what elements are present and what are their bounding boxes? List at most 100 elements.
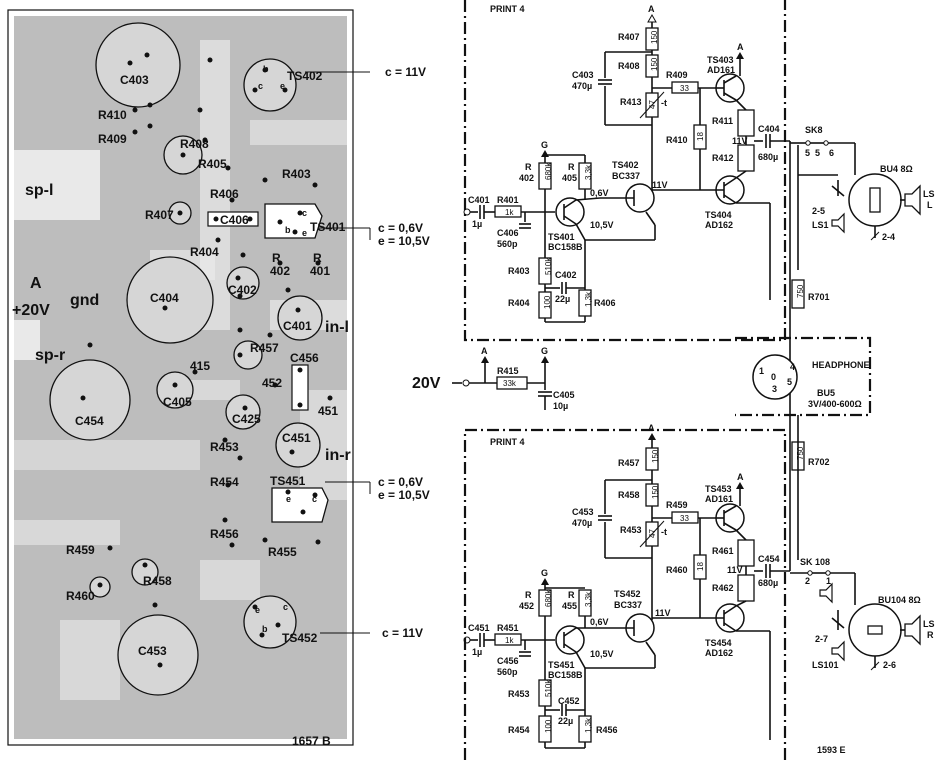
- bot-r455-val: 3,3k: [584, 591, 593, 607]
- bot-r451: R451: [497, 623, 519, 633]
- bot-ts453: TS453: [705, 484, 732, 494]
- p25: 2-5: [812, 206, 825, 216]
- supply-c405-val: 10µ: [553, 401, 568, 411]
- bot-r453b: R453: [508, 689, 530, 699]
- p26: 2-6: [883, 660, 896, 670]
- callout-ts402-c: c = 11V: [385, 65, 426, 79]
- pcb-pin-c2: c: [302, 208, 307, 218]
- pcb-pin-c4: c: [312, 494, 317, 504]
- bot-11v-b: 11V: [655, 608, 671, 618]
- bot-ts454: TS454: [705, 638, 732, 648]
- top-r408-val: 150: [650, 57, 659, 71]
- bot-t: -t: [661, 527, 667, 537]
- sk8-label: SK8: [805, 125, 823, 135]
- pcb-label-c404: C404: [150, 291, 179, 305]
- pcb-label-inl: in-l: [325, 319, 349, 336]
- bu5-socket: [752, 354, 798, 400]
- bu5-spec: 3V/400-600Ω: [808, 399, 862, 409]
- bot-r460: R460: [666, 565, 688, 575]
- supply-r415: R415: [497, 366, 519, 376]
- hp-pin-0: 0: [771, 372, 776, 382]
- bot-r456-val: 1,3k: [584, 717, 593, 733]
- top-r403: R403: [508, 266, 530, 276]
- pcb-r457-pad: [233, 340, 263, 370]
- pcb-c402-outline: [226, 266, 260, 300]
- print4-bottom-label: PRINT 4: [490, 437, 525, 447]
- top-r405b: 405: [562, 173, 577, 183]
- supply-a: A: [481, 346, 488, 356]
- bot-105v: 10,5V: [590, 649, 614, 659]
- bot-ts453-type: AD161: [705, 494, 733, 504]
- schematic-code: 1593 E: [817, 745, 846, 755]
- callout-ts451-c: c = 0,6V: [378, 475, 423, 489]
- pcb-c406-outline: [207, 211, 259, 227]
- pcb-label-c451: C451: [282, 431, 311, 445]
- top-ts404-type: AD162: [705, 220, 733, 230]
- pcb-label-r451: 451: [318, 404, 338, 418]
- top-r401-val: 1k: [505, 208, 514, 217]
- bot-c456-val: 560p: [497, 667, 518, 677]
- pcb-label-r404: R404: [190, 245, 219, 259]
- r701-label: R701: [808, 292, 830, 302]
- bot-r459: R459: [666, 500, 688, 510]
- pcb-label-ts401: TS401: [310, 220, 346, 234]
- top-c401: C401: [468, 195, 490, 205]
- top-r403-val: 510k: [544, 257, 553, 275]
- bot-r457: R457: [618, 458, 640, 468]
- pcb-label-spl: sp-l: [25, 182, 53, 199]
- pcb-label-a: A: [30, 275, 42, 292]
- supply-g: G: [541, 346, 548, 356]
- bot-r451-val: 1k: [505, 636, 514, 645]
- bot-r452: R: [525, 590, 532, 600]
- pcb-c403-outline: [95, 22, 181, 108]
- pcb-ts452-outline: [243, 595, 297, 649]
- pcb-label-r455: R455: [268, 545, 297, 559]
- pcb-label-code: 1657 B: [292, 734, 331, 748]
- p24: 2-4: [882, 232, 895, 242]
- top-r407-val: 150: [650, 30, 659, 44]
- bot-06v: 0,6V: [590, 617, 609, 627]
- pcb-ts451-outline: [271, 487, 329, 523]
- top-ts404: TS404: [705, 210, 732, 220]
- top-06v: 0,6V: [590, 188, 609, 198]
- pcb-label-r408: R408: [180, 137, 209, 151]
- pcb-c453-outline: [117, 614, 199, 696]
- callout-ts401-e: e = 10,5V: [378, 234, 430, 248]
- bot-c456: C456: [497, 656, 519, 666]
- pcb-c401-outline: [277, 295, 323, 341]
- bot-r458-val: 150: [651, 485, 660, 499]
- pcb-label-r409: R409: [98, 132, 127, 146]
- pcb-label-r415: 415: [190, 359, 210, 373]
- output-section: SK8 5 5 6 BU4 8Ω LS L 2-4 2-5: [752, 125, 935, 755]
- bot-r452b: 452: [519, 601, 534, 611]
- pcb-label-r-a: R: [272, 251, 281, 265]
- pcb-label-ts451: TS451: [270, 474, 306, 488]
- pcb-c451-outline: [275, 422, 321, 468]
- ls-l-1: LS: [923, 189, 935, 199]
- pcb-label-r460: R460: [66, 589, 95, 603]
- r701-val: 750: [796, 284, 805, 298]
- top-r404: R404: [508, 298, 530, 308]
- bot-r457-val: 150: [651, 449, 660, 463]
- print4-top-boundary: [463, 0, 787, 342]
- pcb-label-c403: C403: [120, 73, 149, 87]
- top-c402-val: 22µ: [555, 294, 570, 304]
- pcb-pin-c1: c: [258, 81, 263, 91]
- top-a1: A: [648, 4, 655, 14]
- top-r413: R413: [620, 97, 642, 107]
- pcb-label-r407: R407: [145, 208, 174, 222]
- pcb-c456-outline: [291, 364, 309, 411]
- pcb-pin-b2: b: [285, 225, 291, 235]
- bot-r454: R454: [508, 725, 530, 735]
- top-ts402-type: BC337: [612, 171, 640, 181]
- bot-r460-val: 18: [696, 562, 705, 571]
- top-ts401-type: BC158B: [548, 242, 583, 252]
- bot-r453: R453: [620, 525, 642, 535]
- schematic: PRINT 4 PRINT 4 A 150 R407 150 R408 C403…: [412, 0, 935, 760]
- pcb-label-r454: R454: [210, 475, 239, 489]
- bot-a1: A: [648, 423, 655, 433]
- top-r409-val: 33: [680, 84, 689, 93]
- top-11v-b: 11V: [652, 180, 668, 190]
- ls101-label: LS101: [812, 660, 839, 670]
- bu4-label: BU4 8Ω: [880, 164, 913, 174]
